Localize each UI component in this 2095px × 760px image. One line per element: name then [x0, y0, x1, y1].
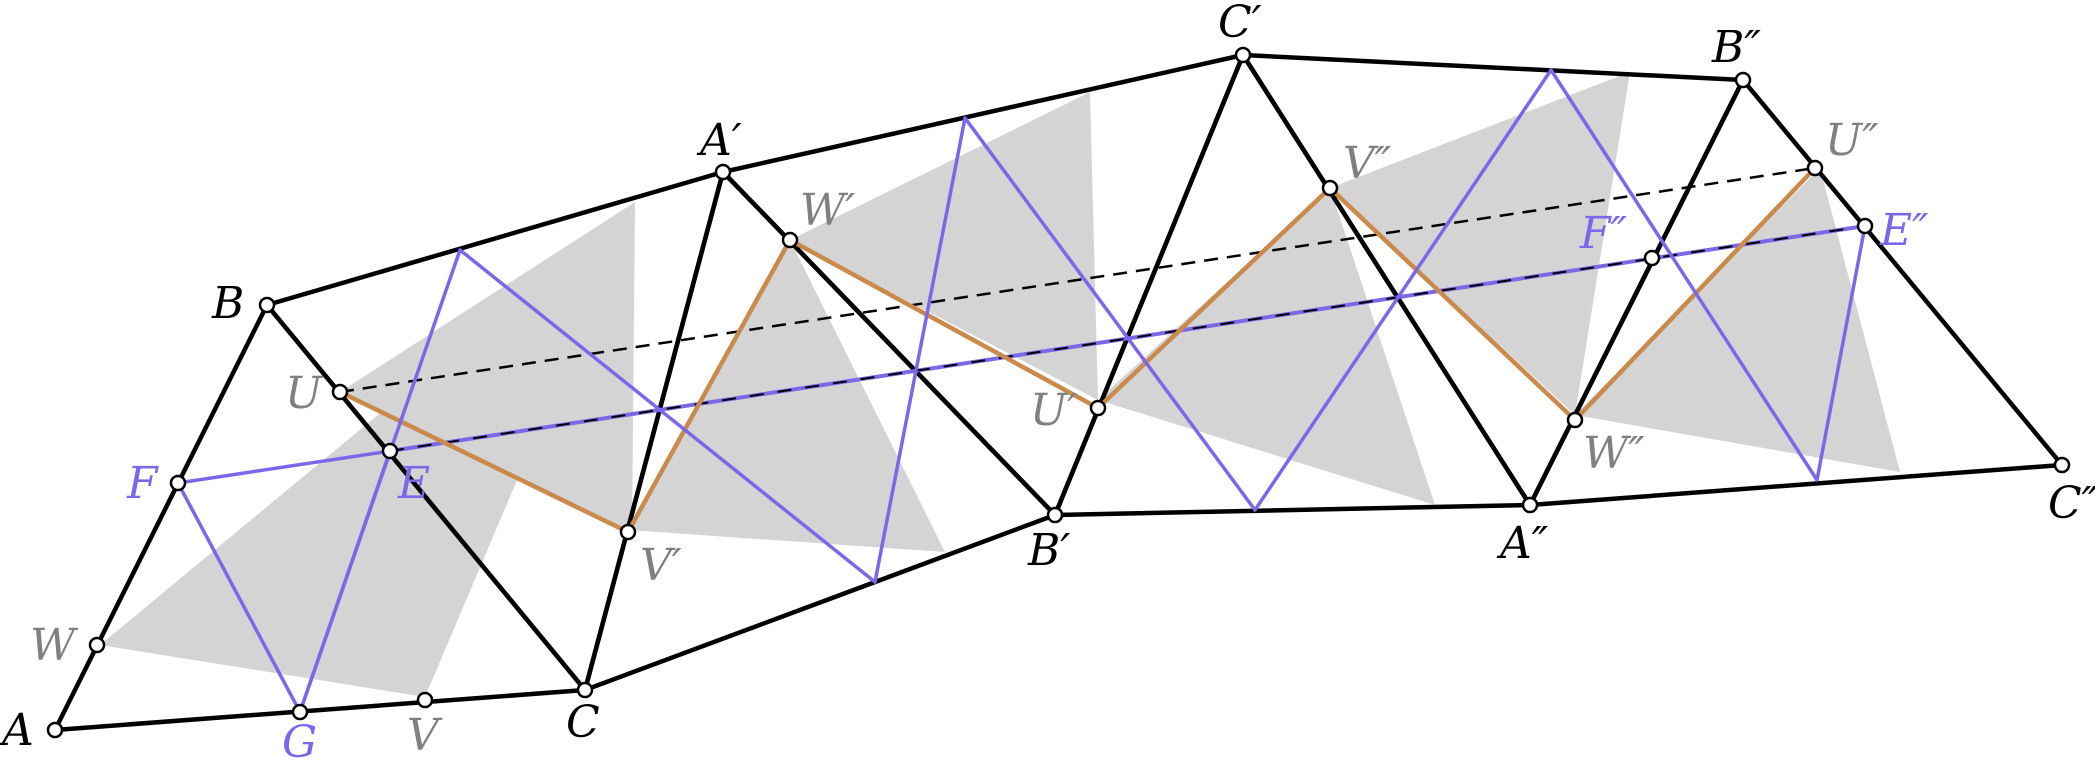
label-B: B [211, 278, 244, 329]
point-W-prime [781, 231, 799, 249]
label-F: F [126, 458, 159, 509]
vertex-C [576, 681, 594, 699]
label-B-prime: B′ [1027, 525, 1070, 576]
triangle-A-double-B-double-C-double [1527, 77, 2065, 508]
label-C: C [566, 697, 600, 748]
vertex-B [258, 296, 276, 314]
point-W-double [1566, 411, 1584, 429]
point-G [291, 703, 309, 721]
shaded-triangle-4 [790, 92, 1098, 400]
shaded-triangle-3 [628, 240, 945, 552]
label-W: W [30, 620, 79, 671]
label-W-double: W″ [1583, 428, 1645, 479]
shaded-triangle-5 [1098, 188, 1435, 505]
point-U [331, 383, 349, 401]
label-A-double: A″ [1496, 518, 1549, 569]
label-E: E [397, 458, 430, 509]
point-E-double [1856, 217, 1874, 235]
point-F-double [1643, 249, 1661, 267]
label-C-prime: C′ [1218, 0, 1262, 48]
label-U-double: U″ [1825, 115, 1879, 166]
point-V [416, 691, 434, 709]
label-U-prime: U′ [1030, 385, 1077, 436]
shaded-triangles [100, 72, 1900, 697]
shaded-triangle-2 [340, 202, 635, 532]
shaded-triangle-6 [1330, 72, 1630, 415]
vertex-C-prime [1234, 46, 1252, 64]
vertex-markers [46, 46, 2071, 739]
label-U: U [285, 368, 324, 419]
vertex-A-prime [714, 163, 732, 181]
point-U-double [1806, 159, 1824, 177]
label-V-prime: V′ [640, 540, 682, 591]
point-W [88, 636, 106, 654]
label-G: G [282, 717, 317, 760]
label-E-double: E″ [1879, 205, 1929, 256]
vertex-A [46, 721, 64, 739]
label-F-double: F″ [1579, 208, 1628, 259]
label-B-double: B″ [1711, 22, 1761, 73]
triangle-strip [52, 52, 2065, 733]
label-W-prime: W′ [800, 185, 855, 236]
point-V-double [1321, 179, 1339, 197]
point-E [381, 442, 399, 460]
label-A-prime: A′ [696, 115, 742, 166]
vertex-B-double [1734, 71, 1752, 89]
dashed-line-U-U-double [339, 166, 1816, 394]
point-F [169, 474, 187, 492]
vertex-B-prime [1046, 506, 1064, 524]
shaded-triangle-7 [1575, 168, 1900, 472]
label-V: V [407, 710, 443, 760]
label-A: A [0, 705, 34, 756]
point-V-prime [619, 523, 637, 541]
vertex-C-double [2053, 456, 2071, 474]
label-C-double: C″ [2048, 478, 2095, 529]
point-U-prime [1089, 399, 1107, 417]
vertex-A-double [1521, 496, 1539, 514]
label-V-double: V″ [1343, 138, 1392, 189]
